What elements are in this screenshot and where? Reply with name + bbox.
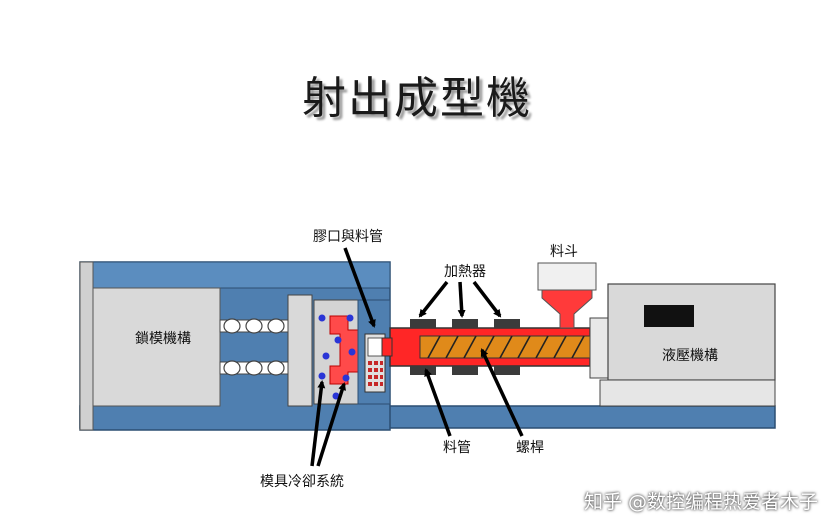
arrow-cooling-1 (310, 380, 326, 467)
moving-platen (287, 294, 313, 407)
label-hydraulic: 液壓機構 (662, 348, 718, 364)
label-cooling: 模具冷卻系統 (260, 474, 344, 490)
page-title: 射出成型機 (302, 73, 532, 124)
arrow-heater-2 (457, 281, 466, 318)
hydraulic-window (644, 305, 694, 327)
watermark: 知乎 @数控编程热爱者木子 (583, 491, 818, 513)
arrow-heater-3 (472, 280, 502, 318)
arrow-cooling-2 (316, 382, 346, 467)
nozzle-tip (381, 337, 393, 357)
hopper-rim (537, 262, 597, 291)
tie-bar-rollers (223, 318, 285, 376)
arrow-nozzle (343, 247, 376, 328)
heater-bands (410, 319, 520, 375)
arrow-barrel (424, 368, 452, 437)
arrow-screw (480, 348, 524, 437)
coolant-dots (318, 314, 356, 400)
arrow-heater-1 (418, 280, 449, 318)
leader-arrows (310, 247, 524, 467)
barrel-coupling (589, 317, 609, 379)
clamping-unit-top-rail (79, 261, 391, 289)
clamping-left-edge (79, 261, 94, 431)
hopper (541, 289, 593, 329)
label-nozzle: 膠口與料管 (313, 229, 383, 245)
label-barrel: 料管 (443, 440, 471, 456)
screw-flights (427, 335, 585, 359)
mold-cavity (329, 315, 359, 385)
clamping-unit-left-block (92, 287, 221, 407)
label-clamping: 鎖模機構 (135, 331, 191, 347)
hydraulic-support (599, 379, 776, 407)
hydraulic-unit (607, 283, 776, 381)
label-screw: 螺桿 (516, 440, 544, 456)
control-screen (367, 337, 383, 357)
label-heater: 加熱器 (444, 264, 486, 280)
label-hopper: 料斗 (550, 244, 578, 260)
control-buttons (368, 361, 383, 386)
